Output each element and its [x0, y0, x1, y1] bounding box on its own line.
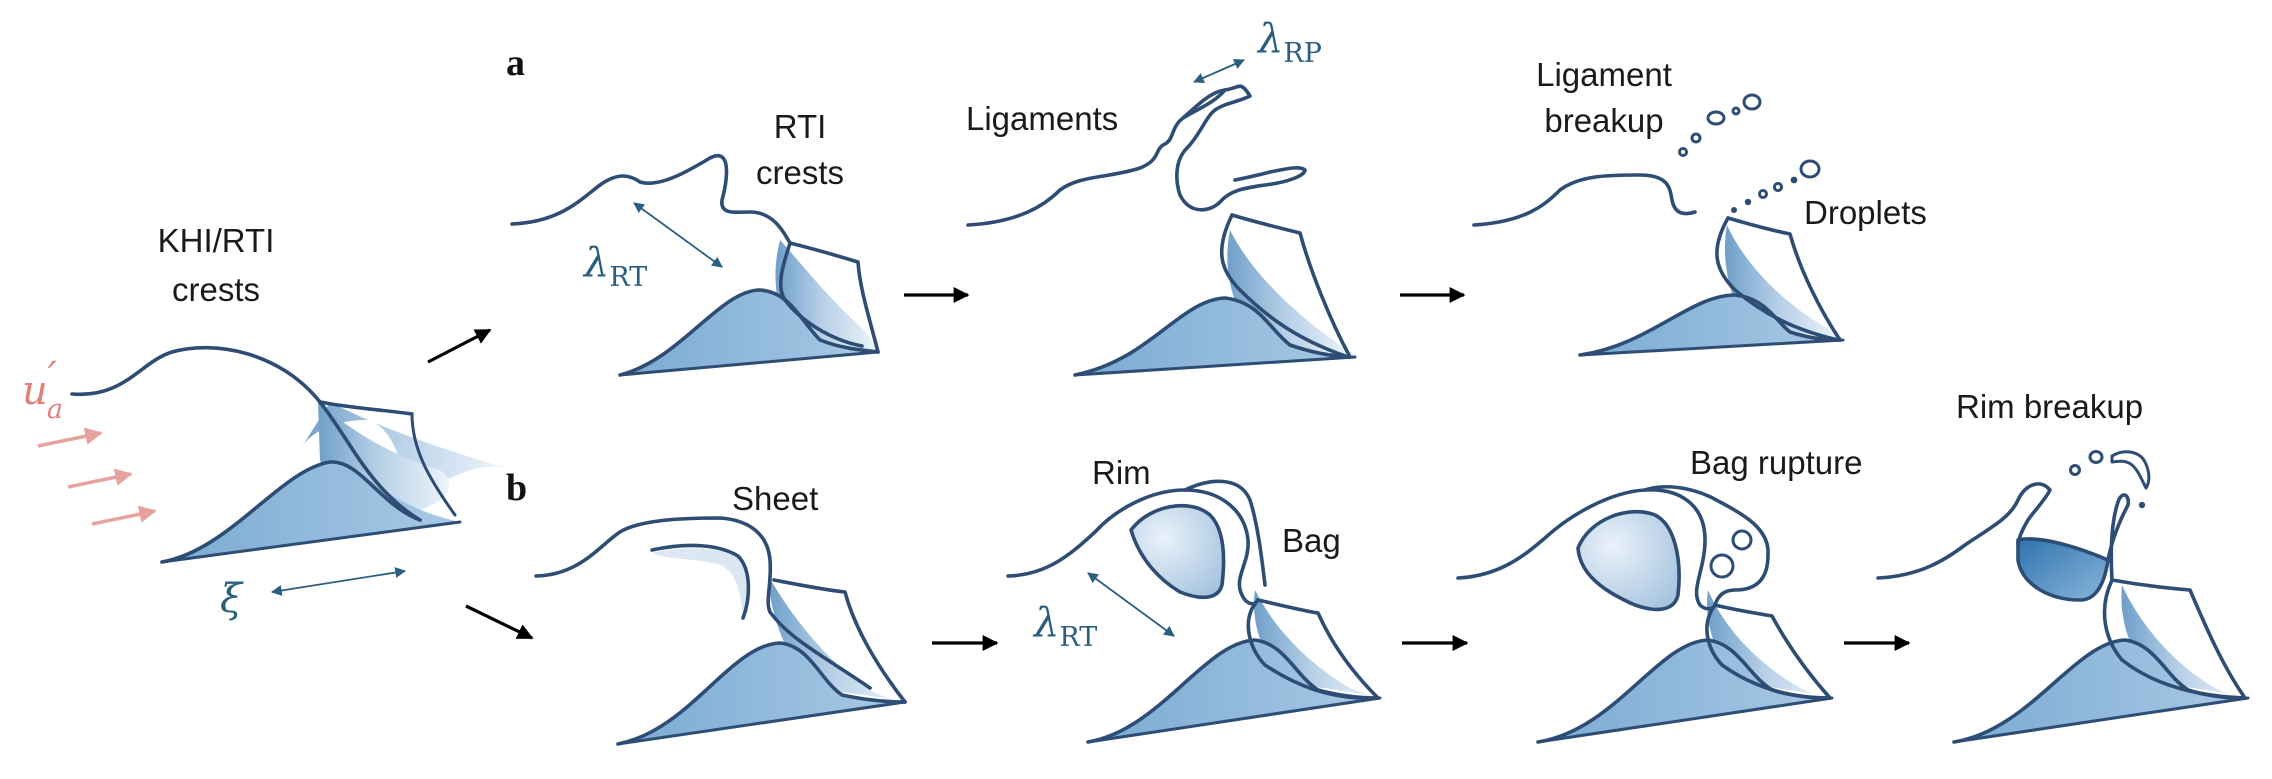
rim-bag-stage — [1006, 479, 1382, 744]
droplets-label: Droplets — [1804, 194, 1927, 231]
velocity-label: u′a — [22, 354, 63, 425]
bag-rupture-stage — [1456, 485, 1834, 744]
velocity-arrows — [37, 427, 157, 526]
branch-arrow-b — [465, 604, 534, 640]
lambda-rp-label: λRP — [1256, 16, 1322, 69]
ligament-breakup-label-line1: Ligament — [1536, 56, 1672, 93]
ligament-breakup-label-line2: breakup — [1544, 102, 1663, 139]
ligaments-label: Ligaments — [966, 100, 1118, 137]
rti-crests-label-line2: crests — [756, 154, 844, 191]
rti-crests-label-line1: RTI — [774, 108, 827, 145]
panel-b-label: b — [506, 467, 527, 509]
sheet-label: Sheet — [732, 480, 818, 517]
lambda-rt-arrow-b — [1087, 572, 1175, 637]
khi-rti-label-line2: crests — [172, 271, 260, 308]
khi-rti-label-line1: KHI/RTI — [158, 222, 275, 259]
rim-breakup-label: Rim breakup — [1956, 388, 2143, 425]
sheet-stage — [534, 516, 907, 746]
branch-arrow-a — [427, 328, 492, 364]
xi-arrow — [270, 567, 407, 596]
ligaments-stage — [966, 84, 1357, 377]
bag-label: Bag — [1282, 522, 1341, 559]
lambda-rp-arrow — [1193, 58, 1245, 84]
panel-a-label: a — [506, 42, 525, 84]
rim-breakup-stage — [1876, 450, 2250, 744]
bag-rupture-label: Bag rupture — [1690, 444, 1862, 481]
rti-crest-stage — [510, 153, 880, 377]
lambda-rt-arrow-a — [633, 202, 723, 268]
lambda-rt-label-b: λRT — [1032, 600, 1097, 653]
ligament-breakup-stage — [1472, 93, 1845, 357]
initial-crest — [70, 345, 505, 564]
xi-label: ξ — [220, 576, 244, 622]
rim-label: Rim — [1092, 454, 1151, 491]
lambda-rt-label-a: λRT — [582, 240, 647, 293]
